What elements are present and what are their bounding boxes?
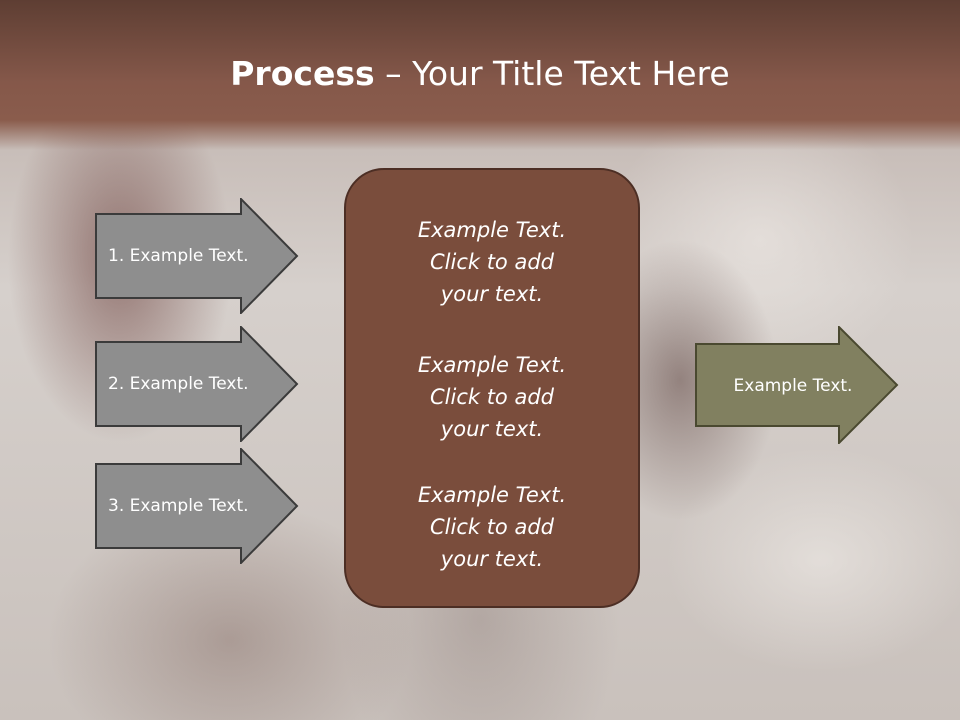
title-rest: – Your Title Text Here [374, 54, 730, 93]
process-text-block-3: Example Text. Click to add your text. [417, 483, 567, 571]
output-arrow[interactable]: Example Text. [695, 326, 899, 444]
input-arrow-3[interactable]: 3. Example Text. [95, 448, 299, 564]
input-arrow-2[interactable]: 2. Example Text. [95, 326, 299, 442]
title-banner [0, 0, 960, 150]
input-arrow-label: 1. Example Text. [108, 246, 249, 266]
arrow-shape-icon [95, 198, 299, 314]
arrow-shape-icon [695, 326, 899, 444]
input-arrow-label: 2. Example Text. [108, 374, 249, 394]
input-arrow-label: 3. Example Text. [108, 496, 249, 516]
slide-title[interactable]: Process – Your Title Text Here [0, 52, 960, 96]
process-box[interactable]: Example Text. Click to add your text. Ex… [344, 168, 640, 608]
arrow-shape-icon [95, 448, 299, 564]
output-arrow-label: Example Text. [733, 375, 853, 396]
title-bold: Process [230, 54, 375, 93]
process-text-block-2: Example Text. Click to add your text. [417, 353, 567, 441]
input-arrow-1[interactable]: 1. Example Text. [95, 198, 299, 314]
process-text-block-1: Example Text. Click to add your text. [417, 218, 567, 306]
arrow-shape-icon [95, 326, 299, 442]
